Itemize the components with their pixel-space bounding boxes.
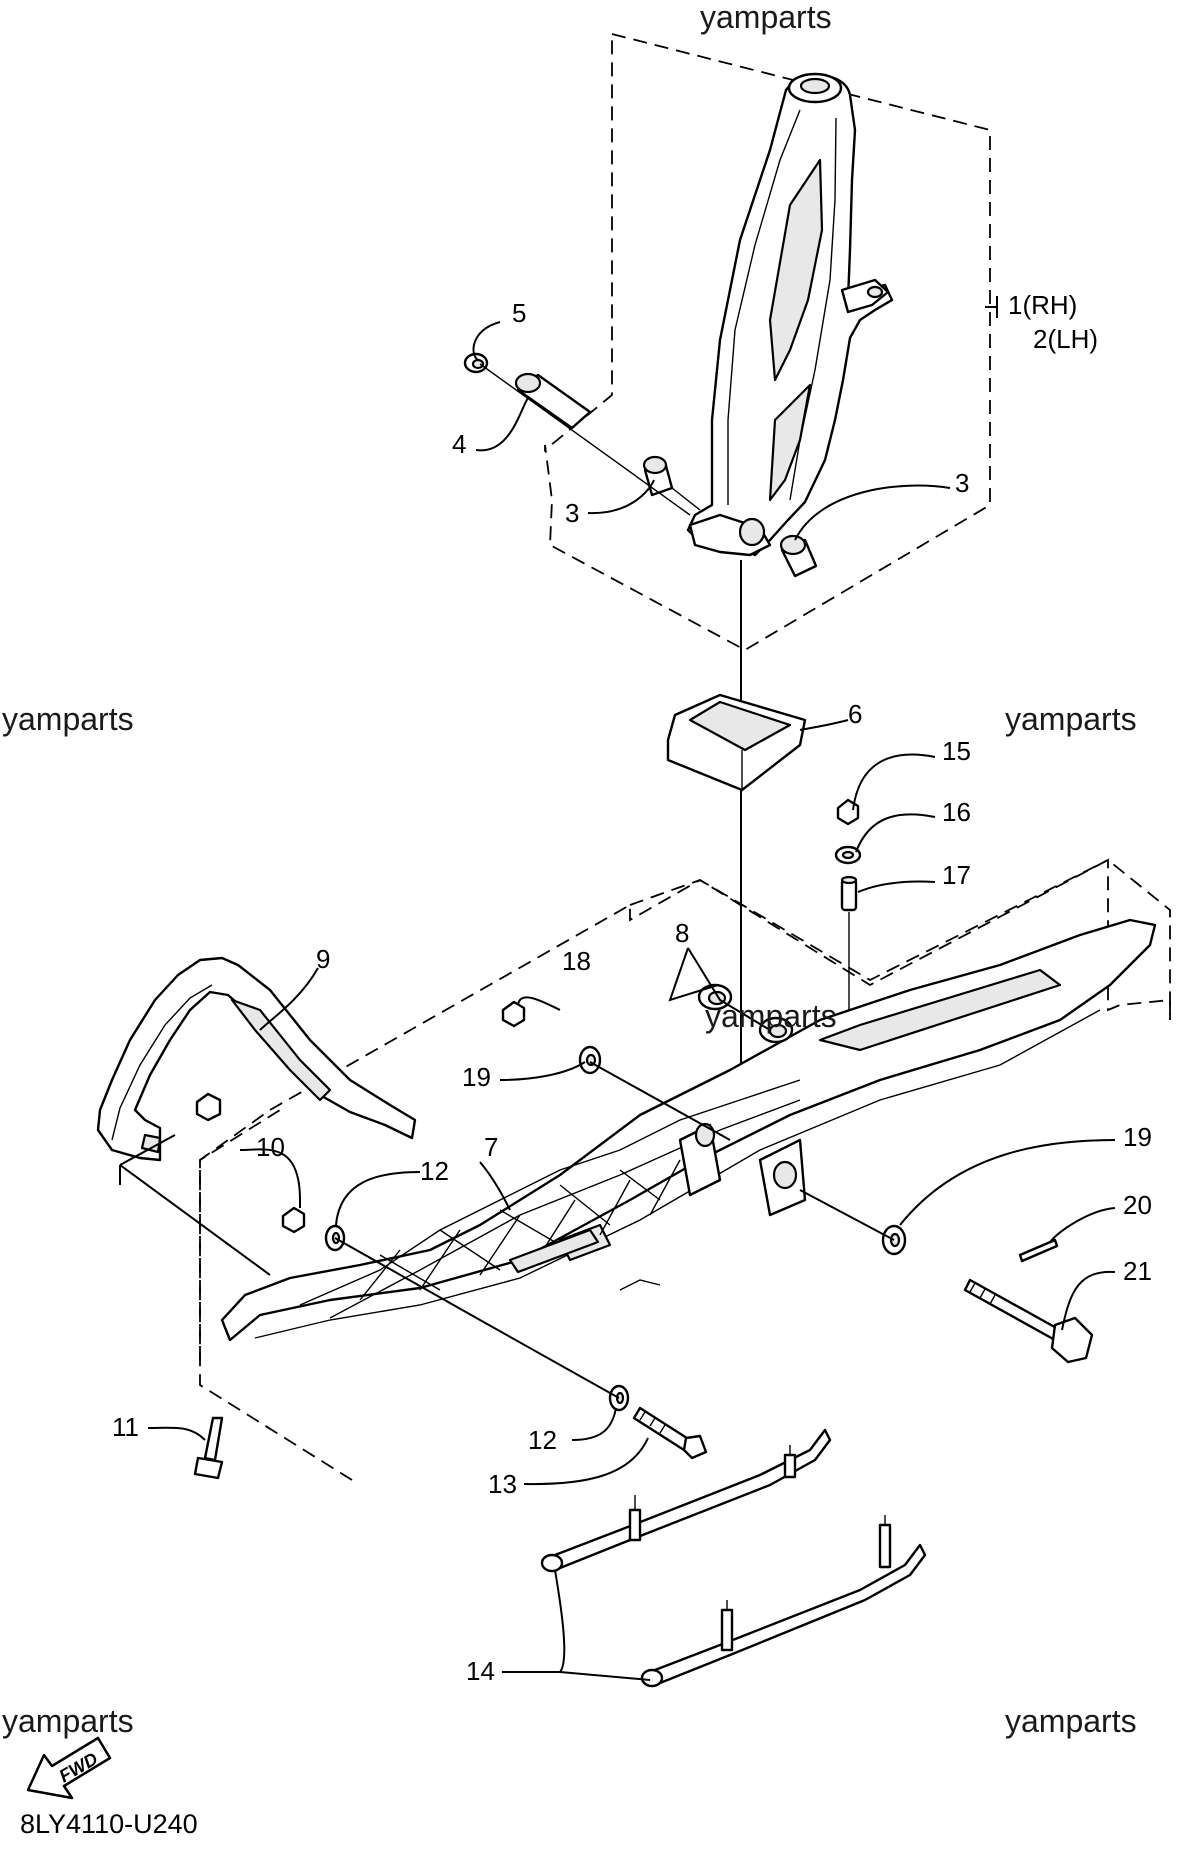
nut-18 <box>501 1000 526 1028</box>
ski-loop <box>96 956 417 1162</box>
washer-16 <box>834 845 862 865</box>
diagram-code: 8LY4110-U240 <box>20 1809 198 1839</box>
callout-2: 2(LH) <box>1033 324 1098 354</box>
watermark-mid-right: yamparts <box>1005 701 1137 737</box>
ski-group-boundary <box>199 858 1171 1360</box>
callout-1: 1(RH) <box>1008 290 1077 320</box>
ski-bushing-right <box>758 1016 794 1044</box>
callout-5: 5 <box>512 298 526 328</box>
bolt-11 <box>193 1416 224 1480</box>
callout-8: 8 <box>675 918 689 948</box>
callout-6: 6 <box>848 699 862 729</box>
cotter-pin-20 <box>1018 1238 1059 1263</box>
callout-19-left: 19 <box>462 1062 491 1092</box>
bushing-right <box>779 534 818 578</box>
callout-3-right: 3 <box>955 468 969 498</box>
saddle <box>666 693 807 792</box>
callout-21: 21 <box>1123 1256 1152 1286</box>
callout-10: 10 <box>256 1132 285 1162</box>
runner-rear <box>640 1515 927 1688</box>
watermark-bottom-right: yamparts <box>1005 1703 1137 1739</box>
callout-14: 14 <box>466 1656 495 1686</box>
runner-front <box>540 1428 832 1573</box>
spindle <box>686 72 894 557</box>
washer <box>463 352 489 374</box>
callout-18: 18 <box>562 946 591 976</box>
callout-4: 4 <box>452 429 466 459</box>
callout-17: 17 <box>942 860 971 890</box>
callout-11: 11 <box>112 1412 139 1442</box>
callout-15: 15 <box>942 736 971 766</box>
ski-group-boundary-right <box>629 858 1171 1020</box>
watermark-mid-left: yamparts <box>2 701 134 737</box>
callout-9: 9 <box>316 944 330 974</box>
callout-19-right: 19 <box>1123 1122 1152 1152</box>
nut-10-bottom <box>281 1206 306 1234</box>
callout-12-bottom: 12 <box>528 1425 557 1455</box>
washer-19-left <box>578 1045 602 1075</box>
bolt-13 <box>632 1406 708 1460</box>
callout-13: 13 <box>488 1469 517 1499</box>
watermark-bottom-left: yamparts <box>2 1703 134 1739</box>
callout-12-top: 12 <box>420 1156 449 1186</box>
callout-3-left: 3 <box>565 498 579 528</box>
callout-16: 16 <box>942 797 971 827</box>
nut-10-top <box>195 1092 222 1122</box>
forward-arrow-icon: FWD <box>26 1736 112 1800</box>
collar-17 <box>840 875 858 912</box>
collar <box>514 372 592 430</box>
callout-7: 7 <box>484 1132 498 1162</box>
callout-20: 20 <box>1123 1190 1152 1220</box>
watermark-top: yamparts <box>700 0 832 35</box>
ski <box>220 918 1157 1342</box>
watermark-center: yamparts <box>705 998 837 1034</box>
ski-group-boundary-outline <box>199 1109 353 1481</box>
